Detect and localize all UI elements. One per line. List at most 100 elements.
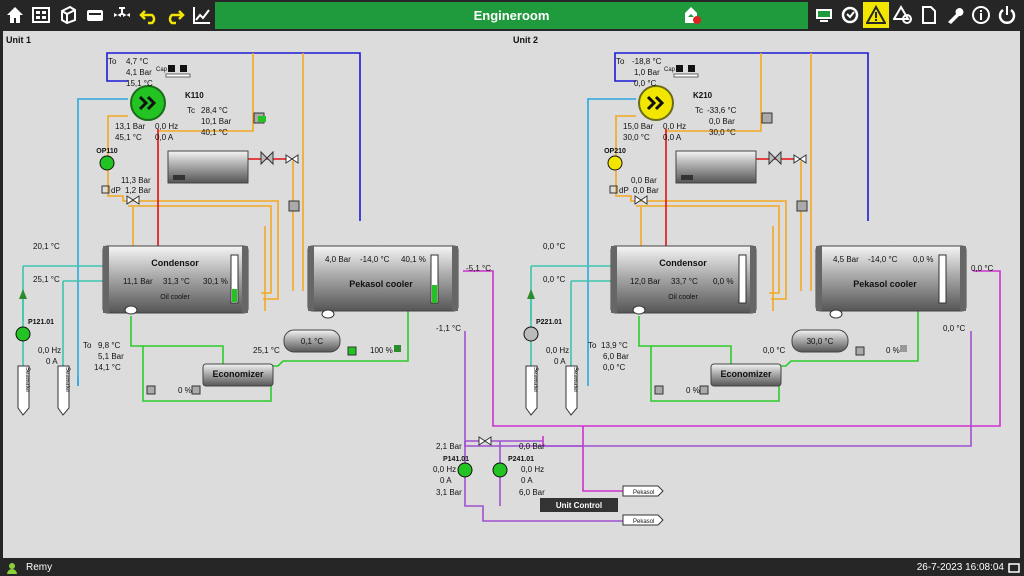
unit2-receiver-temp: 30,0 °C (807, 337, 834, 346)
unit2-eco-temp: 13,9 °C (601, 341, 628, 350)
unit2-solenoid-icon[interactable] (761, 112, 773, 124)
window-icon[interactable] (1008, 563, 1020, 573)
unit2-pekasol-pct: 0,0 % (913, 255, 933, 264)
unit2-economizer[interactable] (710, 363, 782, 387)
page-title: Engineroom (473, 8, 550, 23)
unit2-oil-valve-icon[interactable] (634, 195, 648, 205)
unit2-eco-valve-icon[interactable] (654, 385, 664, 395)
unit1-condensor-flange-right (242, 246, 248, 313)
user-icon[interactable] (6, 562, 18, 574)
unit1-oil-separator[interactable] (167, 150, 249, 184)
monitor-icon[interactable] (811, 2, 837, 28)
unit2-to-label: To (616, 57, 625, 66)
unit2-seawater-in-tag (525, 365, 538, 416)
unit1-pekasol-name: Pekasol cooler (349, 279, 413, 289)
unit1-cap-plus-button[interactable] (180, 65, 187, 72)
unit2-condensor-pct: 0,0 % (713, 277, 733, 286)
cube-icon[interactable] (55, 2, 81, 28)
unit1-condensor-drain (124, 305, 138, 315)
grid-icon[interactable] (28, 2, 54, 28)
unit1-eco-valve-icon[interactable] (146, 385, 156, 395)
p241-bar-in: 0,0 Bar (519, 442, 545, 451)
unit2-cap-minus-button[interactable] (676, 65, 683, 72)
unit1-valve-pct: 100 % (370, 346, 393, 355)
unit1-oil-level-gauge (173, 175, 185, 180)
pekasol-tag-1[interactable] (622, 485, 664, 497)
unit2-seawater-pump-icon[interactable] (523, 326, 539, 342)
unit1-seawater-pump-hz: 0,0 Hz (38, 346, 61, 355)
wrench-icon[interactable] (942, 2, 968, 28)
unit1-dp-label: dP (111, 186, 121, 195)
unit1-economizer-name: Economizer (212, 369, 264, 379)
redo-icon[interactable] (162, 2, 188, 28)
unit2-cap-label: Cap (664, 67, 676, 73)
unit2-seawater-pump-hz: 0,0 Hz (546, 346, 569, 355)
unit2-oil-pump-bar: 0,0 Bar (631, 176, 657, 185)
valve-icon[interactable] (109, 2, 135, 28)
unit1-oil-pump-icon[interactable] (99, 155, 115, 171)
unit1-pekasol-return-temp: -1,1 °C (436, 324, 461, 333)
unit1-cap-bar (165, 73, 191, 78)
shapes-icon[interactable] (890, 2, 916, 28)
unit2-eco-valve-pct: 0 % (686, 386, 700, 395)
unit2-cap-plus-button[interactable] (688, 65, 695, 72)
unit2-dp-icon (609, 185, 618, 194)
unit2-pekasol-level-gauge (938, 254, 947, 304)
unit1-oil-valve-icon[interactable] (126, 195, 140, 205)
unit1-label: Unit 1 (6, 35, 31, 45)
unit1-eco-temp: 9,8 °C (98, 341, 121, 350)
p241-name: P241.01 (508, 456, 534, 463)
trend-icon[interactable] (189, 2, 215, 28)
refresh-icon[interactable] (837, 2, 863, 28)
unit1-check-valve-icon[interactable] (285, 154, 299, 164)
p241-pump-icon[interactable] (492, 462, 508, 478)
unit1-seawater-pump-icon[interactable] (15, 326, 31, 342)
unit1-oil-pump-bar: 11,3 Bar (121, 176, 151, 185)
unit1-pekasol-out-temp: -5,1 °C (466, 264, 491, 273)
unit2-condensor-drain (632, 305, 646, 315)
unit2-oil-pump-icon[interactable] (607, 155, 623, 171)
unit2-pekasol-bar: 4,5 Bar (833, 255, 859, 264)
undo-icon[interactable] (136, 2, 162, 28)
unit1-oil-cooler-label: Oil cooler (160, 294, 190, 301)
unit2-eco-valve2-icon[interactable] (699, 385, 709, 395)
unit2-seawater-arrow-icon (527, 289, 535, 299)
unit2-valve-icon[interactable] (768, 150, 782, 166)
unit1-seawater-out-label: Seawater (64, 367, 70, 392)
unit2-receiver[interactable] (791, 329, 849, 353)
p141-pump-icon[interactable] (457, 462, 473, 478)
unit1-receiver[interactable] (283, 329, 341, 353)
unit2-pekasol-out-temp: 0,0 °C (971, 264, 994, 273)
pekasol-tag-2[interactable] (622, 514, 664, 526)
document-icon[interactable] (916, 2, 942, 28)
unit-control-button[interactable] (540, 498, 618, 512)
unit2-check-valve-icon[interactable] (793, 154, 807, 164)
unit2-eco-outlet-temp: 0,0 °C (763, 346, 786, 355)
unit2-economizer-name: Economizer (720, 369, 772, 379)
unit1-pekasol-level-fill (432, 285, 437, 303)
unit1-economizer[interactable] (202, 363, 274, 387)
unit1-motor-amp: 0,0 A (155, 133, 174, 142)
p241-bar-out: 6,0 Bar (519, 488, 545, 497)
unit1-valve2-icon[interactable] (288, 200, 300, 212)
unit1-tc-label: Tc (187, 106, 195, 115)
unit1-eco-valve2-icon[interactable] (191, 385, 201, 395)
tank-alarm-icon[interactable] (682, 5, 702, 25)
power-icon[interactable] (994, 2, 1020, 28)
glycol-crossover-valve-icon[interactable] (478, 436, 492, 446)
info-icon[interactable] (968, 2, 994, 28)
unit1-condensor-level-fill (232, 289, 237, 302)
unit1-compressor-name: K110 (185, 91, 204, 100)
home-icon[interactable] (2, 2, 28, 28)
tank-icon[interactable] (82, 2, 108, 28)
unit1-condensor-temp: 31,3 °C (163, 277, 190, 286)
unit2-valve2-icon[interactable] (796, 200, 808, 212)
unit1-cap-minus-button[interactable] (168, 65, 175, 72)
unit1-valve-icon[interactable] (260, 150, 274, 166)
unit1-condensor-bar: 11,1 Bar (123, 277, 153, 286)
alarm-icon[interactable] (863, 2, 889, 28)
unit1-liquid-valve-icon[interactable] (347, 346, 357, 356)
status-bar: Remy 26-7-2023 16:08:04 (0, 560, 1024, 576)
date-time: 26-7-2023 16:08:04 (916, 562, 1004, 573)
unit2-liquid-valve-icon[interactable] (855, 346, 865, 356)
